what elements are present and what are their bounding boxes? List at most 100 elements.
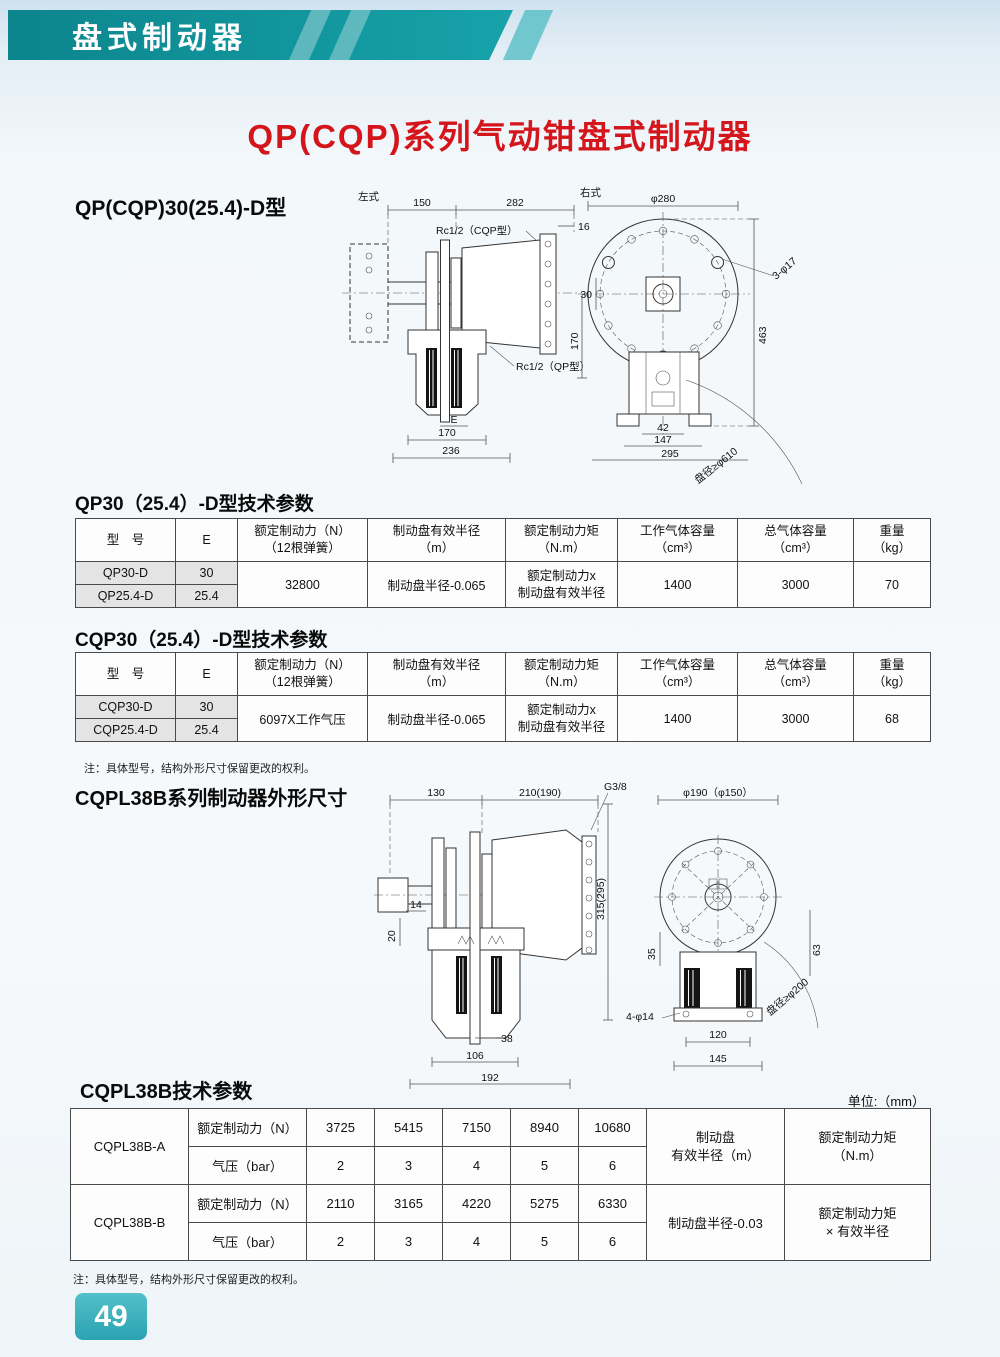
disc-diameter-label: 盘径≥φ200	[764, 975, 812, 1018]
section-heading-cqpl-outline: CQPL38B系列制动器外形尺寸	[75, 788, 348, 810]
col-e: E	[175, 652, 238, 696]
cell-value: 4	[442, 1146, 511, 1185]
cell-value: 8940	[510, 1108, 579, 1147]
table-note: 注：具体型号，结构外形尺寸保留更改的权利。	[73, 1274, 304, 1286]
col-torque: 额定制动力矩（N.m）	[505, 518, 618, 562]
dim-g38: G3/8	[604, 781, 627, 793]
dim-20: 20	[386, 930, 398, 942]
cell-value: 6330	[578, 1184, 647, 1223]
cell-model: QP25.4-D	[75, 584, 176, 608]
cell-weight: 68	[853, 695, 931, 742]
col-work-volume: 工作气体容量（cm³）	[617, 652, 738, 696]
cell-param-label: 额定制动力（N）	[188, 1184, 307, 1223]
cell-value: 4220	[442, 1184, 511, 1223]
cell-radius: 制动盘半径-0.065	[367, 695, 506, 742]
dim-315: 315(295)	[595, 878, 607, 920]
cell-value: 5275	[510, 1184, 579, 1223]
cell-force: 32800	[237, 561, 368, 608]
dim-170-bottom: 170	[438, 427, 456, 439]
dim-170-right: 170	[569, 332, 581, 350]
cell-value: 6	[578, 1146, 647, 1185]
col-force: 额定制动力（N）（12根弹簧）	[237, 652, 368, 696]
section-heading-qp-table: QP30（25.4）-D型技术参数	[75, 494, 314, 515]
dim-16: 16	[578, 221, 590, 233]
col-weight: 重量（kg）	[853, 652, 931, 696]
dim-120: 120	[709, 1029, 727, 1041]
dim-14: 14	[410, 899, 422, 911]
cell-value: 5	[510, 1146, 579, 1185]
dim-42: 42	[657, 422, 669, 434]
dim-147: 147	[654, 434, 672, 446]
cell-value: 2110	[306, 1184, 375, 1223]
dim-282: 282	[506, 197, 524, 209]
dim-145: 145	[709, 1053, 727, 1065]
table-note: 注：具体型号，结构外形尺寸保留更改的权利。	[84, 763, 315, 775]
page-banner: 盘式制动器	[8, 10, 513, 60]
dim-e: E	[450, 414, 457, 426]
cell-work-volume: 1400	[617, 561, 738, 608]
cqpl-outline-drawing: 130 210(190) G3/8 14 20	[374, 781, 823, 1089]
cell-radius: 制动盘有效半径（m）	[646, 1108, 785, 1185]
cell-torque: 额定制动力矩× 有效半径	[784, 1184, 931, 1261]
right-style-label: 右式	[580, 186, 601, 199]
dim-63: 63	[811, 944, 823, 956]
cell-value: 3165	[374, 1184, 443, 1223]
cell-value: 10680	[578, 1108, 647, 1147]
page-title: QP(CQP)系列气动钳盘式制动器	[247, 118, 753, 155]
dim-150: 150	[413, 197, 431, 209]
cell-model: CQPL38B-A	[70, 1108, 189, 1185]
section-heading-cqpl-table: CQPL38B技术参数	[80, 1081, 253, 1103]
dim-phi190: φ190（φ150）	[683, 787, 753, 799]
cell-model: CQP30-D	[75, 695, 176, 719]
cqp-spec-table: 型 号 E 额定制动力（N）（12根弹簧） 制动盘有效半径（m） 额定制动力矩（…	[75, 652, 931, 742]
qp-side-view: 左式 150 282 16 Rc1/2（CQP型）	[342, 190, 590, 463]
qp-spec-table: 型 号 E 额定制动力（N）（12根弹簧） 制动盘有效半径（m） 额定制动力矩（…	[75, 518, 931, 608]
col-total-volume: 总气体容量（cm³）	[737, 518, 854, 562]
col-torque: 额定制动力矩（N.m）	[505, 652, 618, 696]
cell-value: 6	[578, 1222, 647, 1261]
qp-outline-drawing: 左式 150 282 16 Rc1/2（CQP型）	[342, 186, 803, 486]
cell-total-volume: 3000	[737, 695, 854, 742]
cell-torque: 额定制动力矩（N.m）	[784, 1108, 931, 1185]
dim-236: 236	[442, 445, 460, 457]
cell-value: 7150	[442, 1108, 511, 1147]
cell-param-label: 气压（bar）	[188, 1222, 307, 1261]
col-total-volume: 总气体容量（cm³）	[737, 652, 854, 696]
rc-qp-label: Rc1/2（QP型）	[516, 360, 590, 373]
dim-295: 295	[661, 448, 679, 460]
col-radius: 制动盘有效半径（m）	[367, 518, 506, 562]
page-number-badge: 49	[75, 1293, 147, 1340]
cell-radius: 制动盘半径-0.065	[367, 561, 506, 608]
section-heading-qp-model: QP(CQP)30(25.4)-D型	[75, 197, 287, 220]
cell-e: 25.4	[175, 718, 238, 742]
unit-note: 单位:（mm）	[847, 1094, 925, 1109]
col-e: E	[175, 518, 238, 562]
dim-30: 30	[580, 289, 592, 301]
left-style-label: 左式	[358, 190, 379, 203]
cqpl-side-view: 130 210(190) G3/8 14 20	[374, 781, 627, 1089]
dim-phi280: φ280	[651, 193, 675, 205]
dim-106: 106	[466, 1050, 484, 1062]
cell-value: 4	[442, 1222, 511, 1261]
cell-value: 3	[374, 1222, 443, 1261]
rc-cqp-label: Rc1/2（CQP型）	[436, 224, 518, 237]
cell-e: 25.4	[175, 584, 238, 608]
dim-192: 192	[481, 1072, 499, 1084]
cell-value: 2	[306, 1146, 375, 1185]
cell-e: 30	[175, 695, 238, 719]
section-heading-cqp-table: CQP30（25.4）-D型技术参数	[75, 630, 328, 651]
dim-38: 38	[501, 1033, 513, 1045]
dim-210: 210(190)	[519, 787, 561, 799]
dim-463: 463	[757, 326, 769, 344]
banner-tail	[502, 10, 554, 60]
banner-title: 盘式制动器	[72, 22, 247, 55]
cell-radius: 制动盘半径-0.03	[646, 1184, 785, 1261]
cell-value: 2	[306, 1222, 375, 1261]
cell-param-label: 气压（bar）	[188, 1146, 307, 1185]
col-force: 额定制动力（N）（12根弹簧）	[237, 518, 368, 562]
cell-param-label: 额定制动力（N）	[188, 1108, 307, 1147]
dim-3phi17: 3-φ17	[770, 255, 799, 282]
qp-front-view: 右式 φ280 3-φ17	[569, 186, 803, 486]
cell-weight: 70	[853, 561, 931, 608]
